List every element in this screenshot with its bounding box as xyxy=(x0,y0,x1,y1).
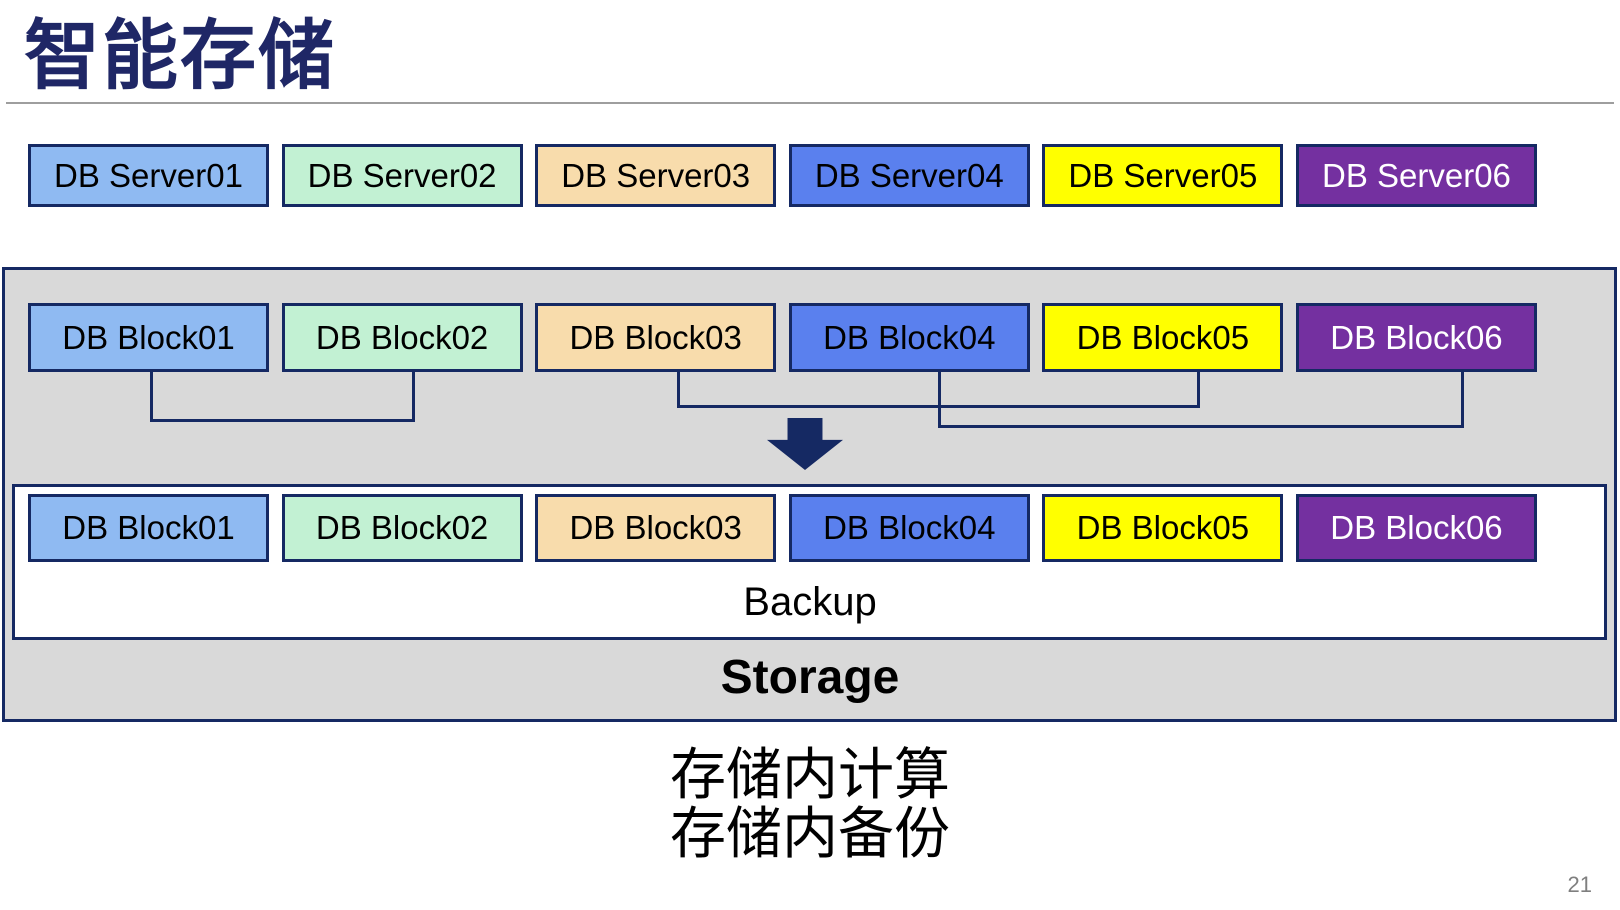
db-block-top-03: DB Block03 xyxy=(535,303,777,372)
db-block-bottom-05: DB Block05 xyxy=(1042,494,1284,562)
db-server-box-01: DB Server01 xyxy=(28,144,269,207)
db-block-bottom-04: DB Block04 xyxy=(788,494,1030,562)
backup-label: Backup xyxy=(743,580,877,624)
db-block-bottom-01: DB Block01 xyxy=(28,494,269,562)
connector-block01-block02 xyxy=(150,371,415,422)
storage-label: Storage xyxy=(720,651,900,704)
slide-title: 智能存储 xyxy=(24,14,336,99)
db-server-row: DB Server01 DB Server02 DB Server03 DB S… xyxy=(28,144,1537,207)
db-server-box-02: DB Server02 xyxy=(281,144,523,207)
db-block-top-04: DB Block04 xyxy=(788,303,1030,372)
caption-line-2: 存储内备份 xyxy=(670,801,950,865)
db-server-box-03: DB Server03 xyxy=(535,144,777,207)
page-number: 21 xyxy=(1567,872,1592,897)
db-block-top-01: DB Block01 xyxy=(28,303,269,372)
caption-text: 存储内计算 存储内备份 xyxy=(0,743,1620,865)
db-block-top-06: DB Block06 xyxy=(1295,303,1537,372)
db-server-box-05: DB Server05 xyxy=(1042,144,1284,207)
db-block-top-02: DB Block02 xyxy=(281,303,523,372)
db-server-box-04: DB Server04 xyxy=(788,144,1030,207)
db-block-bottom-03: DB Block03 xyxy=(535,494,777,562)
db-block-row-bottom: DB Block01 DB Block02 DB Block03 DB Bloc… xyxy=(28,494,1537,562)
caption-line-1: 存储内计算 xyxy=(670,743,950,806)
db-block-top-05: DB Block05 xyxy=(1042,303,1284,372)
db-server-box-06: DB Server06 xyxy=(1295,144,1537,207)
db-block-row-top: DB Block01 DB Block02 DB Block03 DB Bloc… xyxy=(28,303,1537,372)
db-block-bottom-06: DB Block06 xyxy=(1295,494,1537,562)
title-divider xyxy=(6,102,1614,104)
db-block-bottom-02: DB Block02 xyxy=(281,494,523,562)
connector-block04-block06 xyxy=(938,371,1464,428)
